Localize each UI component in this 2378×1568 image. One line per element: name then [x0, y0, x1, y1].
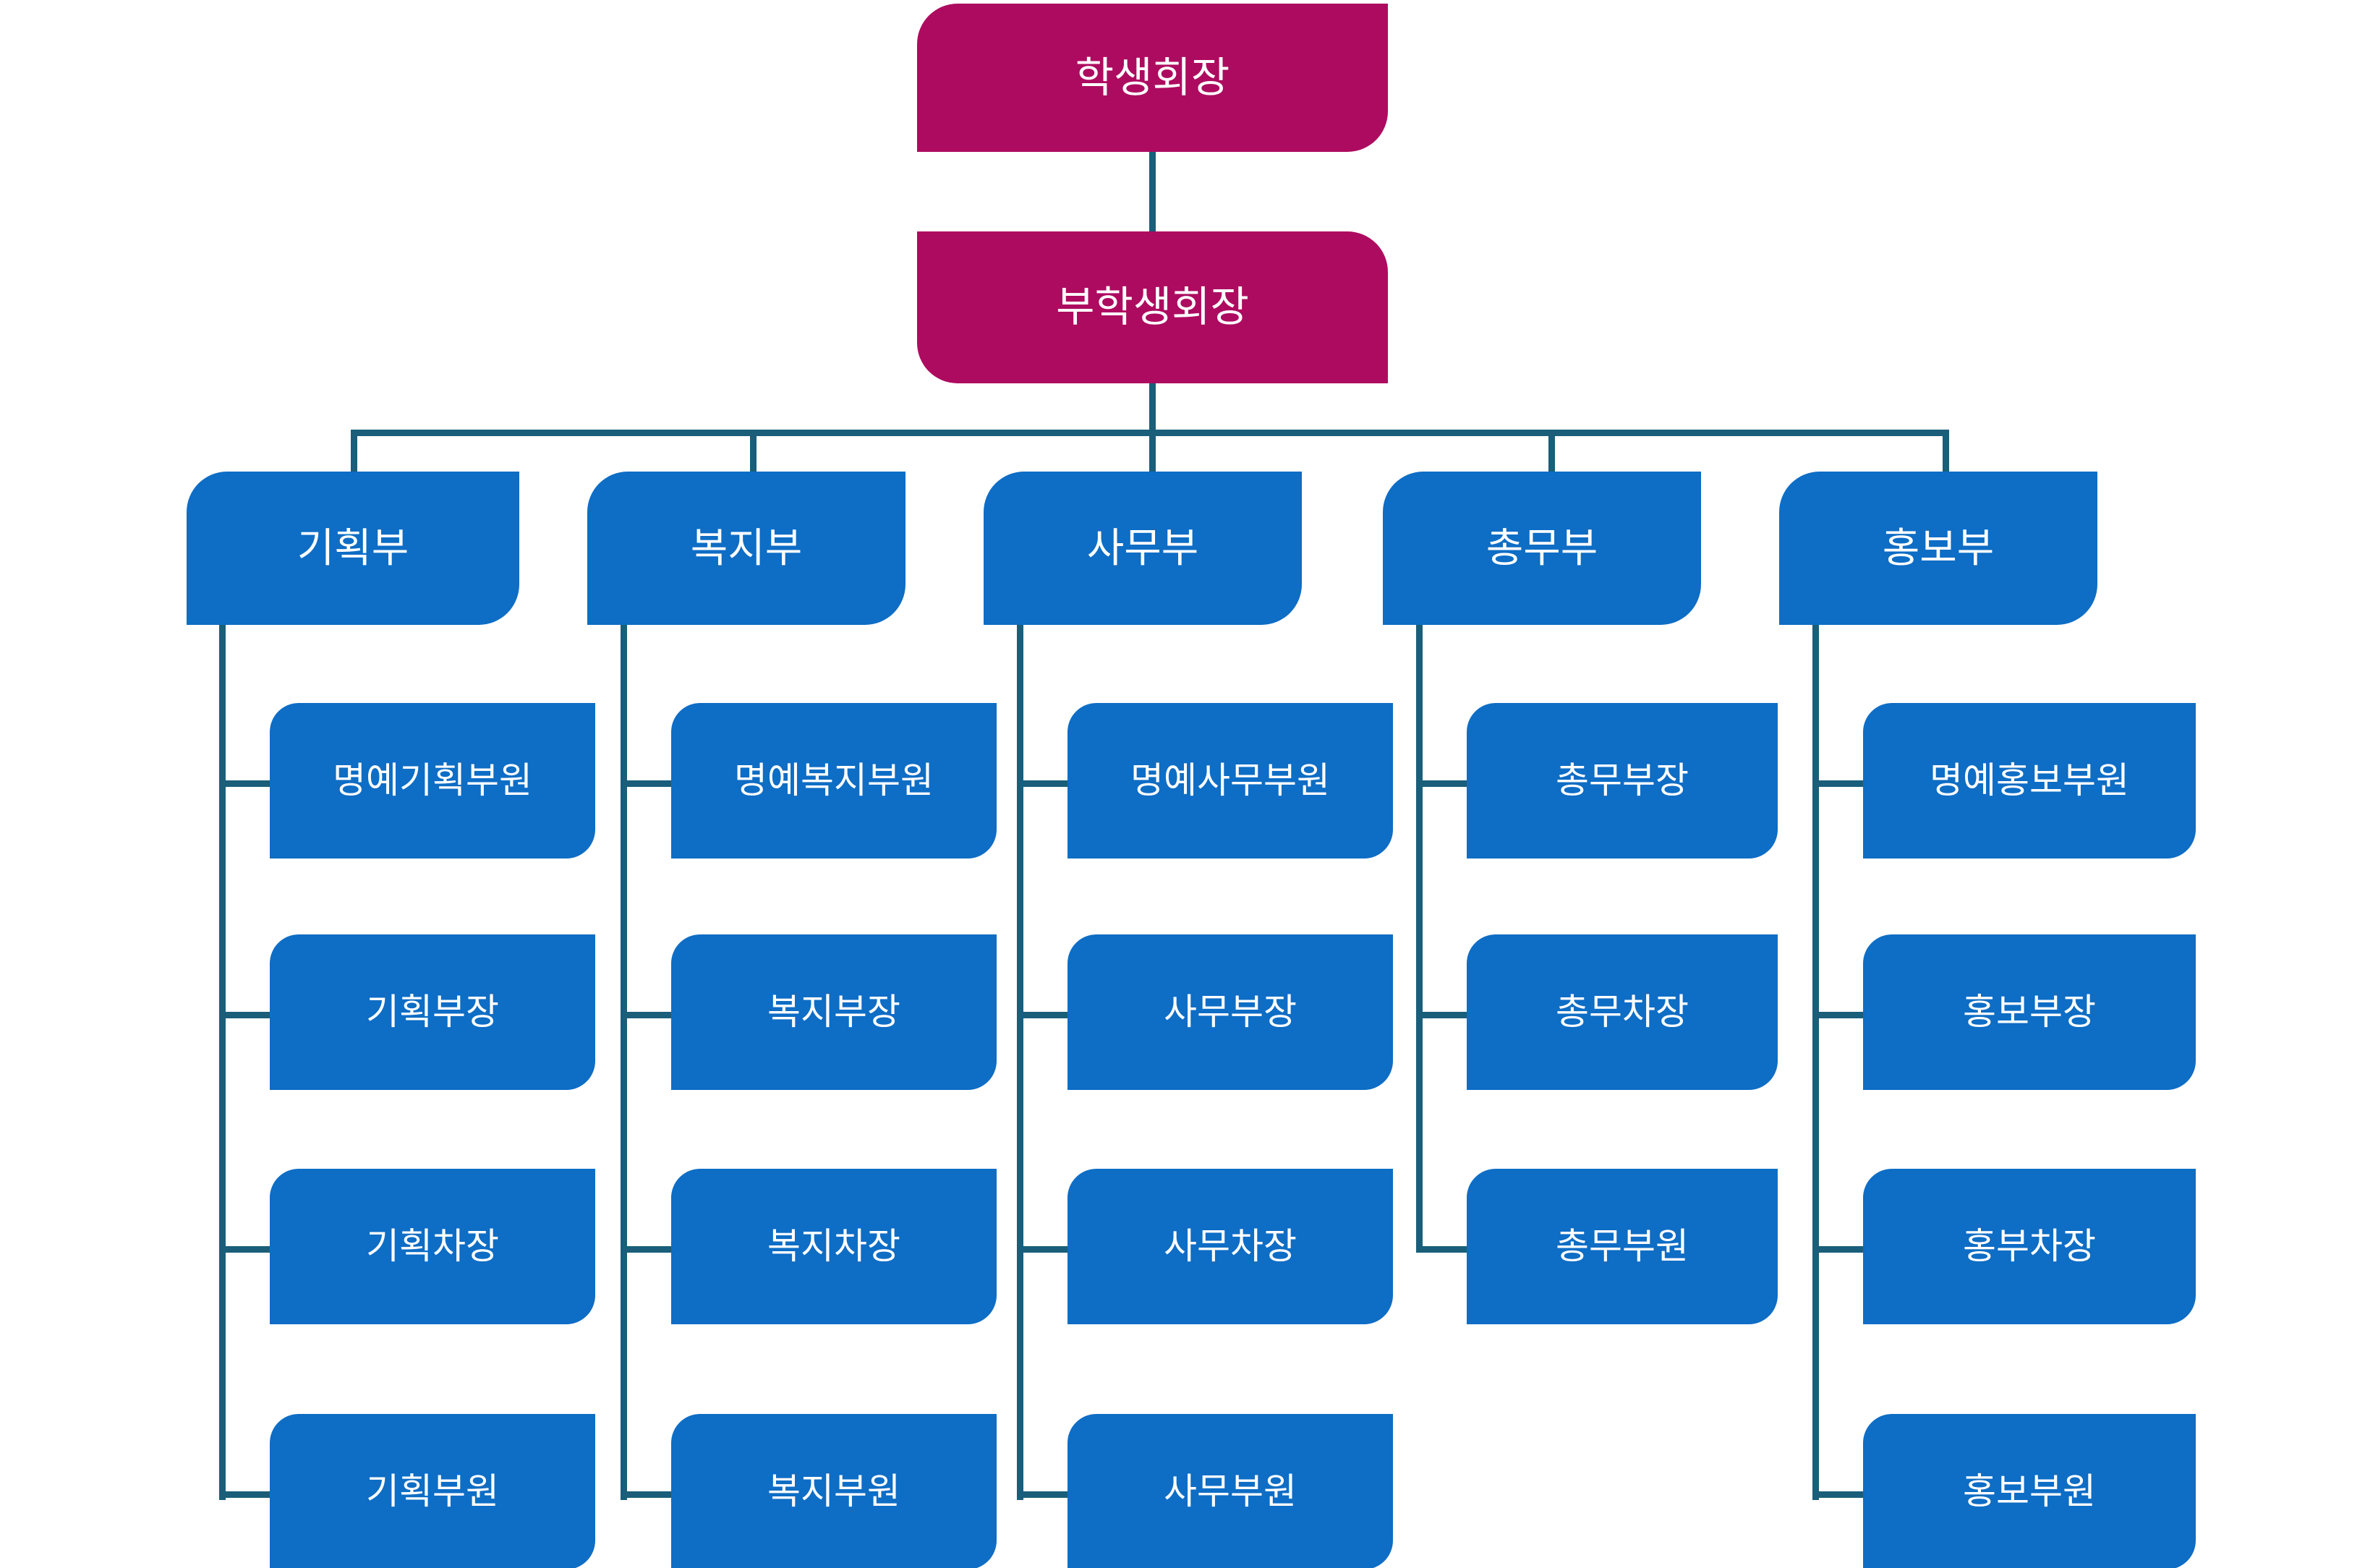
node-member[interactable]: 사무부장 — [1067, 934, 1393, 1090]
node-department-사무부[interactable]: 사무부 — [984, 472, 1302, 625]
connector-drop-dept-5 — [1943, 430, 1949, 472]
node-member[interactable]: 홍보부장 — [1863, 934, 2196, 1090]
node-member[interactable]: 총무부장 — [1467, 703, 1778, 858]
node-member[interactable]: 홍부차장 — [1863, 1169, 2196, 1324]
node-member[interactable]: 복지부장 — [671, 934, 997, 1090]
node-department-기획부[interactable]: 기획부 — [187, 472, 519, 625]
node-member-label: 명예기획부원 — [333, 760, 532, 801]
spine-department-1 — [219, 625, 226, 1500]
node-member-label: 기획부원 — [366, 1471, 499, 1512]
stub-dept2-member4 — [621, 1491, 671, 1498]
node-member-label: 기획부장 — [366, 992, 499, 1032]
node-member-label: 명예사무부원 — [1130, 760, 1330, 801]
node-department-label: 복지부 — [690, 525, 803, 571]
node-vice-president[interactable]: 부학생회장 — [917, 231, 1388, 383]
spine-department-2 — [621, 625, 627, 1500]
node-member-label: 명예홍보부원 — [1930, 760, 2129, 801]
node-member-label: 홍보부원 — [1963, 1471, 2096, 1512]
node-member[interactable]: 총무부원 — [1467, 1169, 1778, 1324]
node-member-label: 복지부장 — [767, 992, 900, 1032]
node-member[interactable]: 총무차장 — [1467, 934, 1778, 1090]
node-president[interactable]: 학생회장 — [917, 4, 1388, 152]
stub-dept3-member3 — [1017, 1246, 1067, 1253]
node-member[interactable]: 명예기획부원 — [270, 703, 595, 858]
node-member-label: 복지부원 — [767, 1471, 900, 1512]
node-member[interactable]: 기획부장 — [270, 934, 595, 1090]
stub-dept5-member4 — [1812, 1491, 1863, 1498]
node-department-홍보부[interactable]: 홍보부 — [1779, 472, 2097, 625]
stub-dept1-member2 — [219, 1012, 270, 1018]
stub-dept2-member3 — [621, 1246, 671, 1253]
node-member[interactable]: 홍보부원 — [1863, 1414, 2196, 1568]
stub-dept1-member1 — [219, 780, 270, 787]
stub-dept4-member3 — [1416, 1246, 1467, 1253]
connector-drop-dept-3 — [1149, 430, 1156, 472]
node-member-label: 복지차장 — [767, 1226, 900, 1266]
connector-vice-drop — [1149, 383, 1156, 433]
node-member-label: 총무차장 — [1556, 992, 1689, 1032]
node-vice-president-label: 부학생회장 — [1056, 284, 1249, 331]
spine-department-5 — [1812, 625, 1819, 1500]
node-member-label: 홍보부장 — [1963, 992, 2096, 1032]
node-member-label: 홍부차장 — [1963, 1226, 2096, 1266]
node-member-label: 기획차장 — [366, 1226, 499, 1266]
node-member[interactable]: 기획부원 — [270, 1414, 595, 1568]
node-department-label: 총무부 — [1486, 525, 1598, 571]
stub-dept2-member1 — [621, 780, 671, 787]
stub-dept3-member1 — [1017, 780, 1067, 787]
node-member[interactable]: 복지차장 — [671, 1169, 997, 1324]
node-department-총무부[interactable]: 총무부 — [1383, 472, 1701, 625]
node-member[interactable]: 명예복지부원 — [671, 703, 997, 858]
node-member-label: 명예복지부원 — [734, 760, 934, 801]
node-member[interactable]: 사무부원 — [1067, 1414, 1393, 1568]
node-member[interactable]: 사무차장 — [1067, 1169, 1393, 1324]
stub-dept5-member1 — [1812, 780, 1863, 787]
node-member-label: 사무차장 — [1164, 1226, 1297, 1266]
node-member-label: 총무부장 — [1556, 760, 1689, 801]
node-department-label: 기획부 — [297, 525, 409, 571]
stub-dept1-member3 — [219, 1246, 270, 1253]
node-department-label: 사무부 — [1086, 525, 1199, 571]
node-member[interactable]: 명예사무부원 — [1067, 703, 1393, 858]
stub-dept3-member4 — [1017, 1491, 1067, 1498]
node-department-복지부[interactable]: 복지부 — [587, 472, 905, 625]
spine-department-4 — [1416, 625, 1423, 1250]
stub-dept4-member1 — [1416, 780, 1467, 787]
stub-dept2-member2 — [621, 1012, 671, 1018]
node-member[interactable]: 기획차장 — [270, 1169, 595, 1324]
node-president-label: 학생회장 — [1075, 54, 1230, 101]
node-member-label: 사무부원 — [1164, 1471, 1297, 1512]
connector-president-to-vice — [1149, 152, 1156, 231]
stub-dept1-member4 — [219, 1491, 270, 1498]
connector-drop-dept-1 — [351, 430, 357, 472]
stub-dept5-member2 — [1812, 1012, 1863, 1018]
connector-drop-dept-4 — [1548, 430, 1555, 472]
node-member-label: 사무부장 — [1164, 992, 1297, 1032]
node-department-label: 홍보부 — [1882, 525, 1995, 571]
stub-dept4-member2 — [1416, 1012, 1467, 1018]
node-member[interactable]: 명예홍보부원 — [1863, 703, 2196, 858]
stub-dept3-member2 — [1017, 1012, 1067, 1018]
node-member-label: 총무부원 — [1556, 1226, 1689, 1266]
node-member[interactable]: 복지부원 — [671, 1414, 997, 1568]
stub-dept5-member3 — [1812, 1246, 1863, 1253]
spine-department-3 — [1017, 625, 1023, 1500]
connector-drop-dept-2 — [750, 430, 757, 472]
